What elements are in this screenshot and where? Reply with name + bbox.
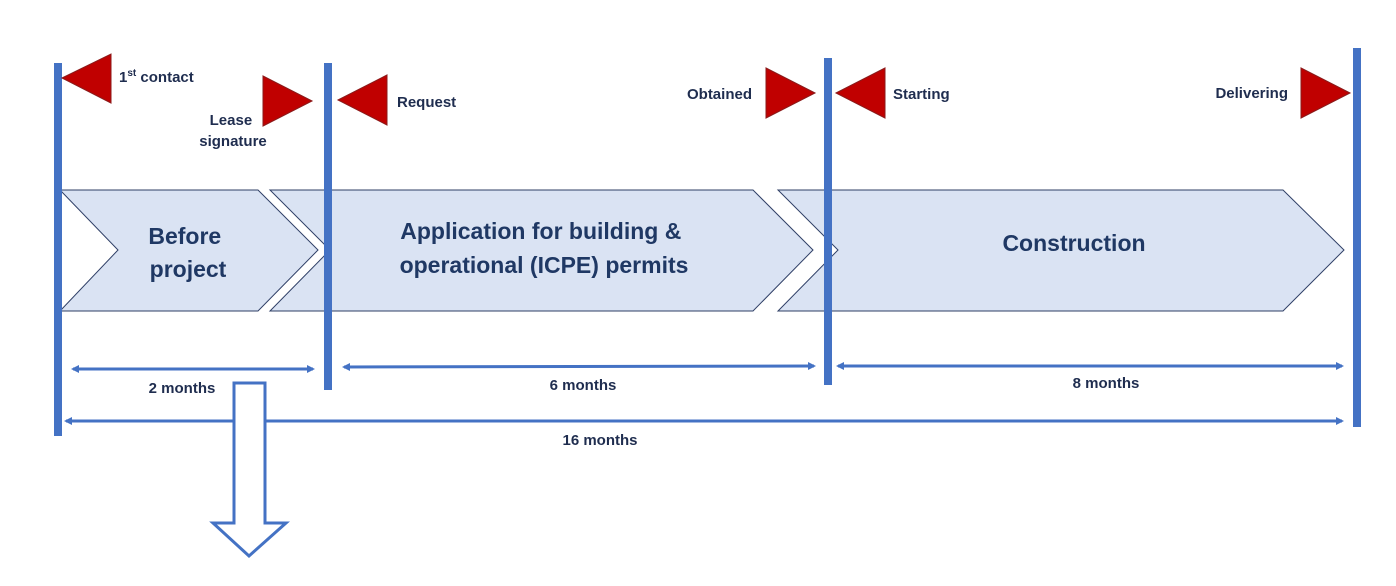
duration-total-label: 16 months [562,432,637,449]
milestone-delivering-label: Delivering [1215,85,1288,102]
duration-before-project-label: 2 months [149,380,216,397]
milestone-obtained-label: Obtained [687,86,752,103]
milestone-request-label: Request [397,94,456,111]
duration-application-arrow [342,362,816,371]
flag-lease-signature-icon [262,75,314,127]
milestone-line-construction-start [824,58,832,385]
phase-before-project-label: Before project [148,223,227,282]
flag-request-icon [336,74,388,126]
duration-construction-label: 8 months [1073,375,1140,392]
milestone-lease-signature-label: Lease signature [199,112,267,150]
milestone-line-permit-request [324,63,332,390]
flag-delivering-icon [1300,67,1352,119]
milestone-line-delivery [1353,48,1361,427]
milestone-line-start [54,63,62,436]
milestone-starting-label: Starting [893,86,950,103]
phase-application-chevron [268,189,814,312]
duration-application-label: 6 months [550,377,617,394]
phase-construction-chevron [776,189,1345,312]
flag-starting-icon [834,67,886,119]
phase-before-project-chevron [58,189,319,312]
flag-first-contact-icon [60,53,112,104]
milestone-first-contact-label: 1st contact [119,68,194,86]
phase-application-label: Application for building & operational (… [400,218,689,278]
down-arrow-icon [209,381,290,559]
flag-obtained-icon [765,67,817,119]
phase-construction-label: Construction [1002,230,1145,256]
